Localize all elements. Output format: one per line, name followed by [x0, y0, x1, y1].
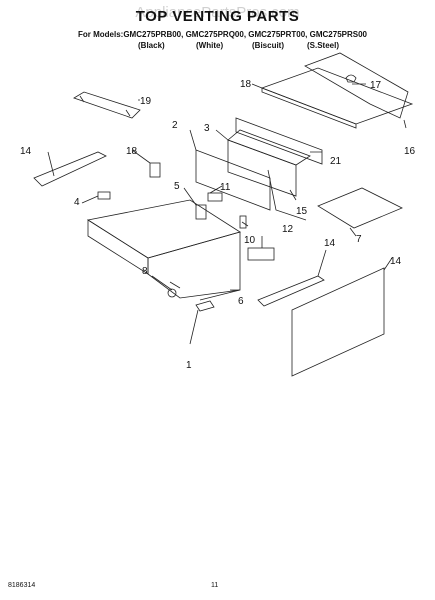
color-steel: (S.Steel)	[307, 41, 340, 50]
callout-16: 16	[404, 146, 416, 157]
callout-9: 11	[220, 182, 231, 193]
part-8	[167, 288, 177, 298]
callout-7: 7	[356, 234, 362, 245]
callout-19: 18	[126, 146, 138, 157]
part-19-switch	[149, 162, 161, 178]
callout-20: 19	[140, 96, 152, 107]
part-14-right-bracket	[257, 275, 325, 307]
models-line: For Models:GMC275PRB00, GMC275PRQ00, GMC…	[78, 30, 367, 39]
callout-17: 17	[370, 80, 382, 91]
part-5	[195, 204, 207, 220]
callout-labels: 14 2 3 18 4 5 11 10 12 8 6 1 19 18 17 16…	[20, 79, 416, 371]
callout-3: 3	[204, 123, 210, 134]
callout-2: 2	[172, 120, 178, 131]
callout-12: 14	[390, 256, 402, 267]
callout-18: 18	[240, 79, 252, 90]
callout-4: 4	[74, 197, 80, 208]
part-7-tray	[317, 187, 403, 229]
watermark: AppliancePartsPros.com	[135, 4, 300, 21]
part-15-bracket	[267, 169, 307, 221]
part-3-blower-assembly	[227, 139, 297, 197]
part-2-frame	[195, 149, 271, 211]
color-white: (White)	[196, 41, 224, 50]
callout-6: 6	[238, 296, 244, 307]
part-14-left-bracket	[33, 151, 107, 187]
page-number: 11	[211, 582, 219, 589]
part-1-clip	[195, 300, 215, 312]
part-11	[247, 247, 275, 261]
color-biscuit: (Biscuit)	[252, 41, 284, 50]
callout-14-left: 14	[20, 146, 32, 157]
callout-5: 5	[174, 181, 180, 192]
callout-10: 10	[244, 235, 256, 246]
part-16-vent-plate	[304, 52, 409, 119]
callout-1: 1	[186, 360, 192, 371]
color-black: (Black)	[138, 41, 165, 50]
part-12-rear-panel	[291, 267, 385, 377]
callout-21: 21	[330, 156, 342, 167]
part-10	[239, 215, 247, 229]
part-17-clip	[345, 74, 357, 83]
part-20-bracket	[73, 91, 141, 119]
part-9	[207, 192, 223, 202]
part-6	[169, 281, 241, 301]
part-18-top-panel	[260, 67, 414, 125]
callout-14-right: 14	[324, 238, 336, 249]
callout-8: 8	[142, 266, 148, 277]
callout-11: 12	[282, 224, 294, 235]
part-21-vent-duct	[235, 117, 323, 165]
part-4	[97, 191, 111, 200]
doc-number: 8186314	[8, 582, 36, 589]
page-title: TOP VENTING PARTS	[135, 8, 300, 25]
callout-15: 15	[296, 206, 308, 217]
main-air-duct	[86, 199, 241, 259]
